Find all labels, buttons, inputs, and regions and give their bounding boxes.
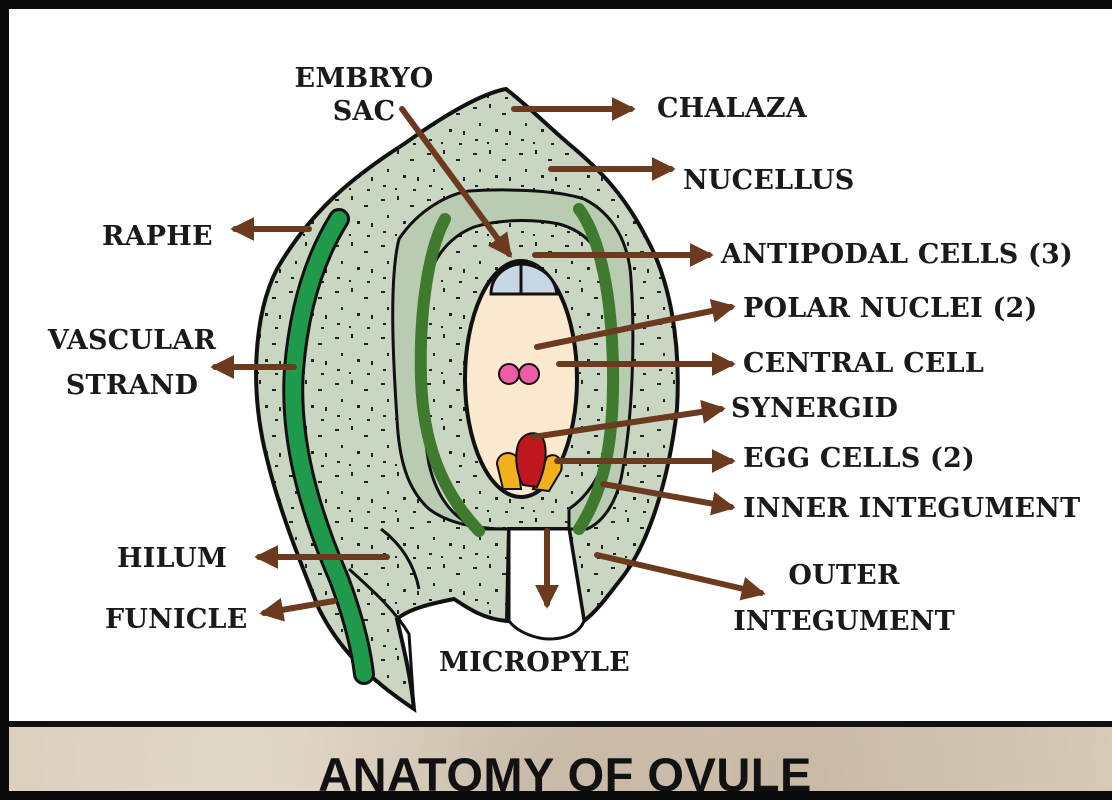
label-funicle: FUNICLE — [105, 606, 247, 633]
label-outer-line2: INTEGUMENT — [709, 608, 979, 635]
label-inner-integument: INNER INTEGUMENT — [743, 495, 1080, 522]
label-egg-cells: EGG CELLS (2) — [743, 445, 975, 472]
label-vascular-strand: VASCULAR STRAND — [31, 327, 233, 399]
label-embryo-sac: EMBRYO SAC — [279, 65, 449, 125]
label-nucellus: NUCELLUS — [683, 167, 854, 194]
label-embryo-sac-line1: EMBRYO — [279, 65, 449, 92]
title-banner: ANATOMY OF OVULE — [9, 721, 1112, 800]
label-vascular-line2: STRAND — [31, 372, 233, 399]
label-vascular-line1: VASCULAR — [31, 327, 233, 354]
label-polar-nuclei: POLAR NUCLEI (2) — [743, 295, 1037, 322]
label-central-cell: CENTRAL CELL — [743, 350, 984, 377]
label-raphe: RAPHE — [102, 223, 213, 250]
diagram-title: ANATOMY OF OVULE — [9, 747, 1112, 800]
label-embryo-sac-line2: SAC — [279, 98, 449, 125]
label-outer-integument: OUTER INTEGUMENT — [709, 562, 979, 635]
synergid — [516, 433, 545, 487]
label-micropyle: MICROPYLE — [439, 649, 630, 676]
label-hilum: HILUM — [117, 545, 227, 572]
label-chalaza: CHALAZA — [657, 95, 807, 122]
label-synergid: SYNERGID — [731, 395, 898, 422]
label-outer-line1: OUTER — [709, 562, 979, 589]
label-antipodal-cells: ANTIPODAL CELLS (3) — [721, 241, 1073, 268]
